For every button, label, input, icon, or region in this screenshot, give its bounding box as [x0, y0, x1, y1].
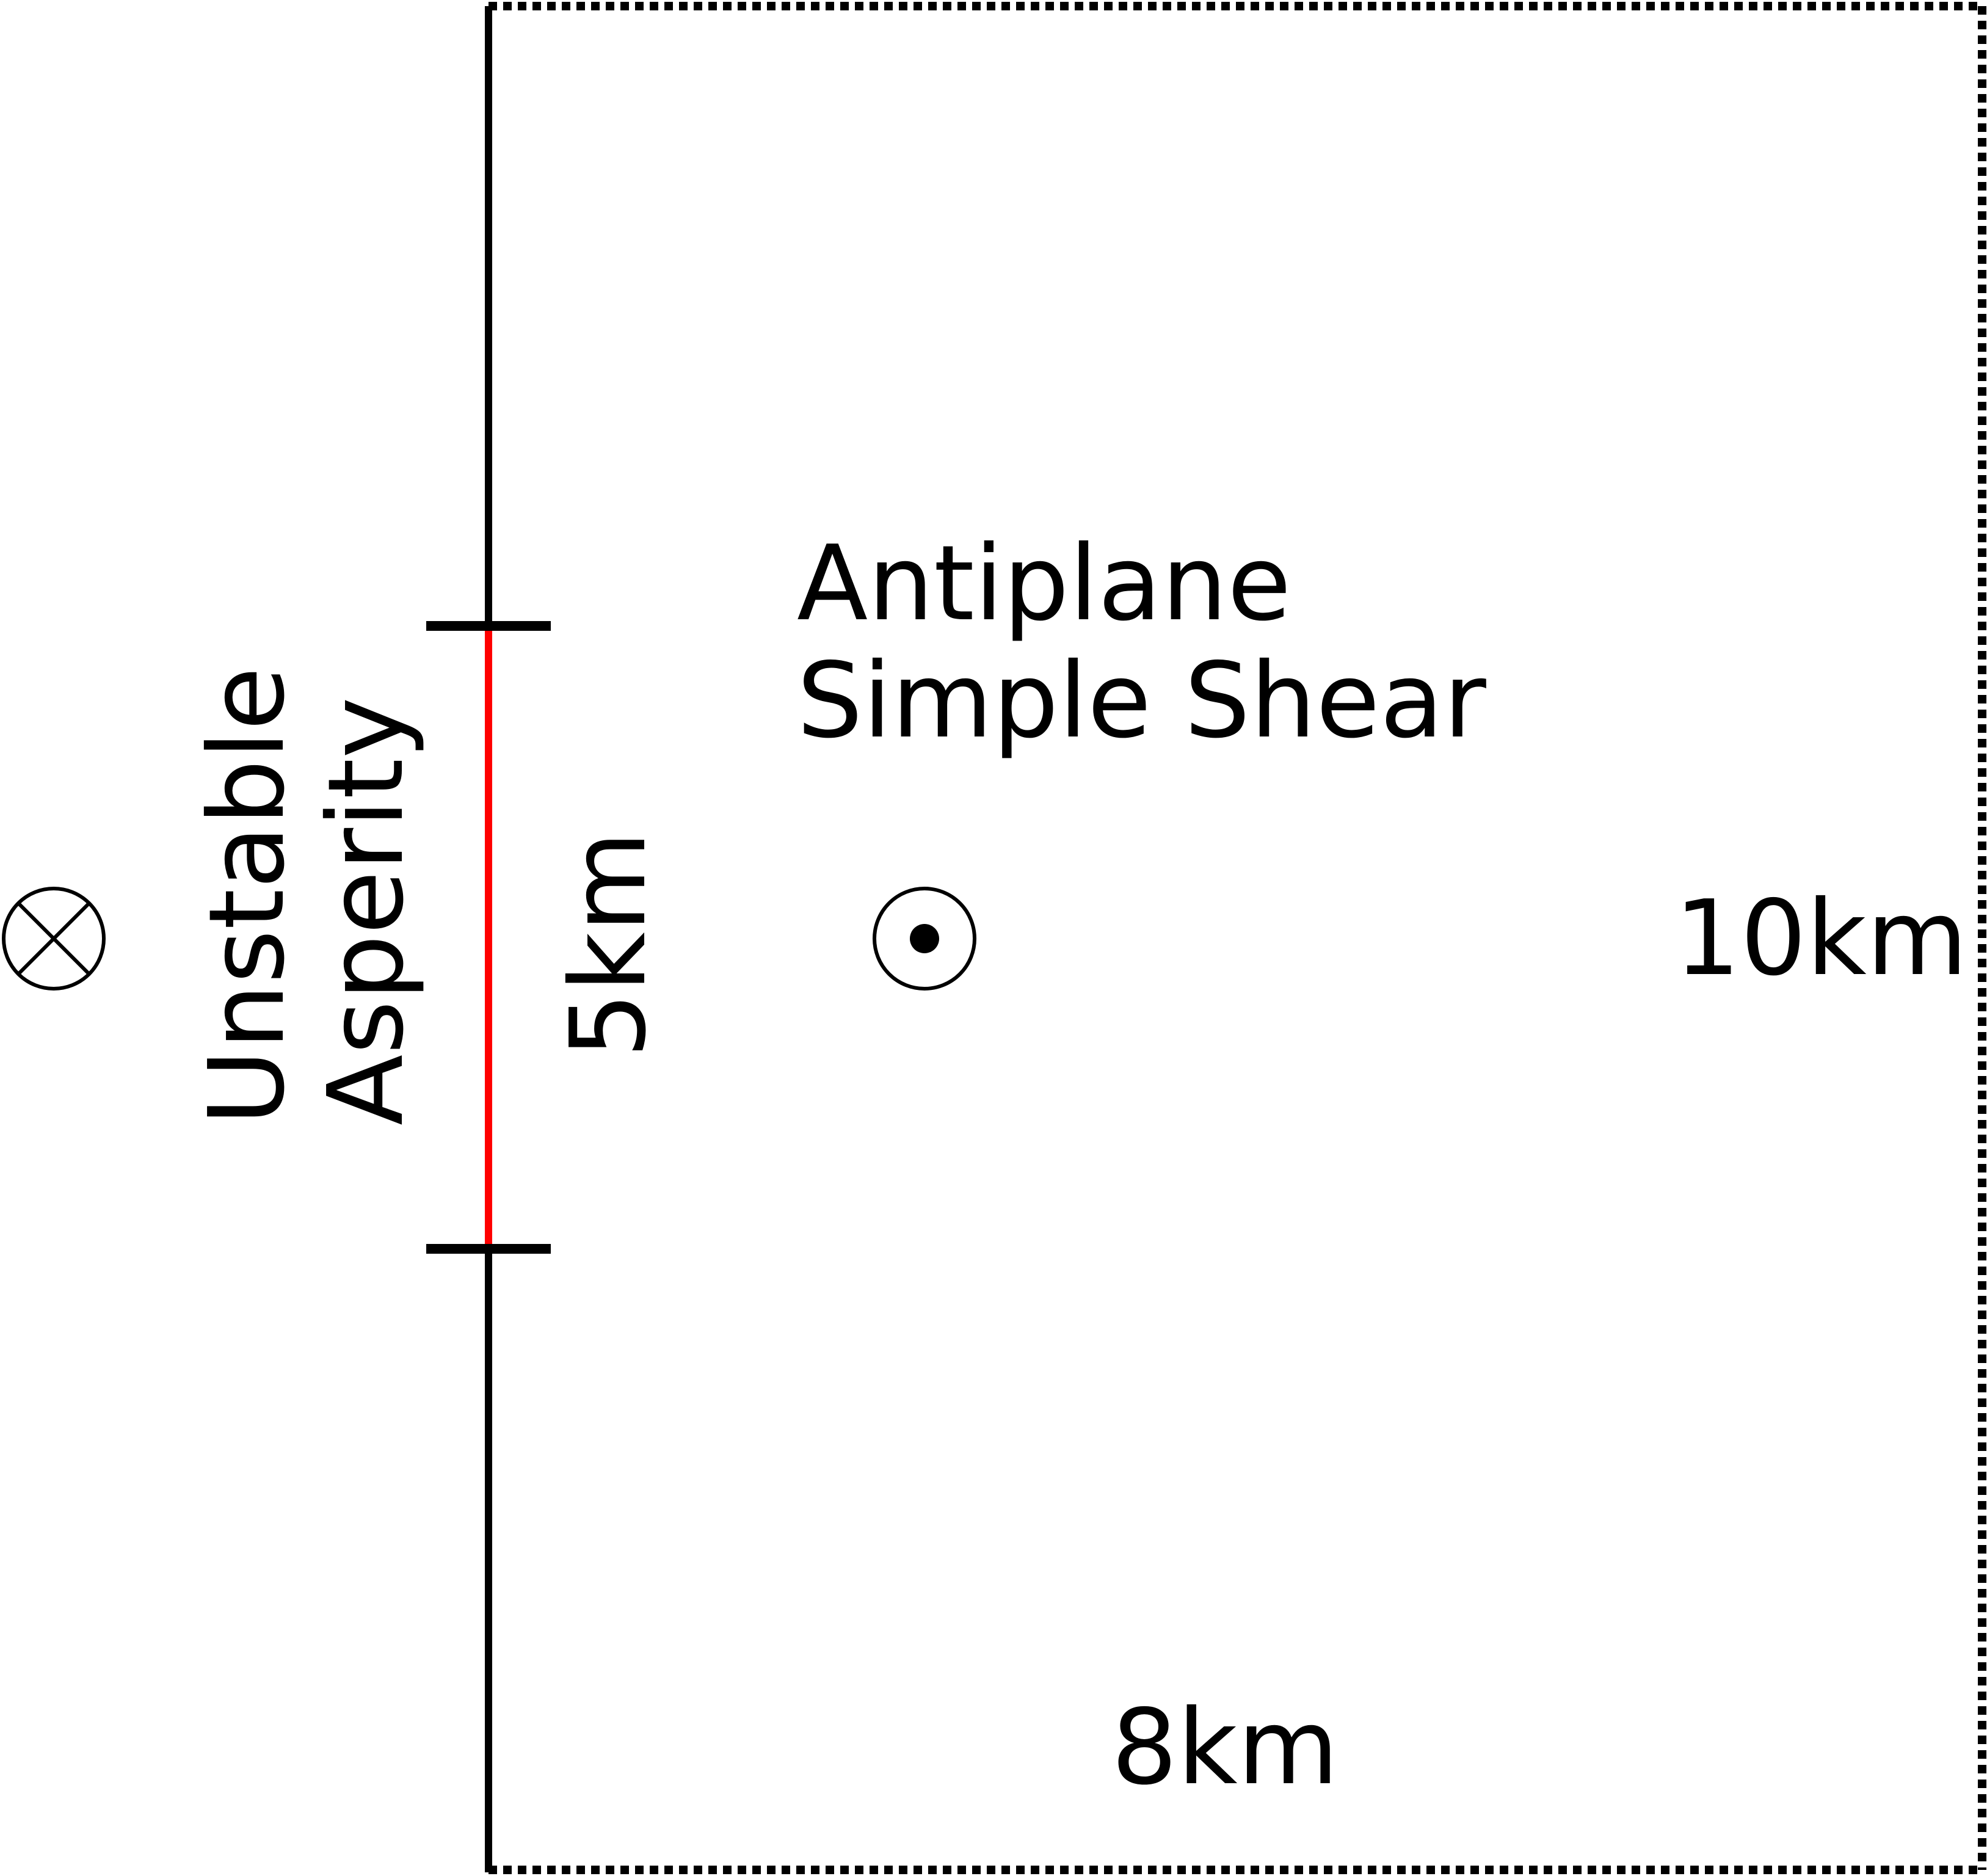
domain-height-label: 10km — [1674, 878, 1968, 999]
fault — [426, 6, 551, 1872]
circle-dot-icon — [873, 887, 976, 991]
asperity-label-line-2: Asperity — [306, 697, 427, 1125]
circle-x-icon — [2, 887, 106, 991]
diagram-title: Antiplane Simple Shear — [797, 525, 1486, 760]
title-line-1: Antiplane — [797, 523, 1291, 644]
asperity-label-line-1: Unstable — [187, 666, 308, 1125]
title-line-2: Simple Shear — [797, 641, 1486, 762]
domain-boundary — [489, 2, 1986, 1874]
domain-width-label: 8km — [1111, 1687, 1339, 1808]
asperity-length-label: 5km — [548, 831, 669, 1058]
